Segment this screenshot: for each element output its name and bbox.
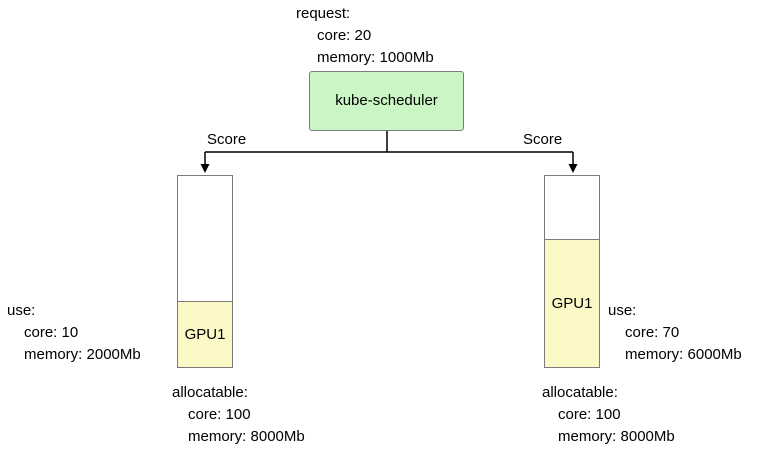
node-left-allocatable-title: allocatable: bbox=[172, 384, 248, 401]
score-label-right: Score bbox=[523, 131, 563, 148]
node-left-gpu-label: GPU1 bbox=[184, 325, 226, 343]
node-right-allocatable-title: allocatable: bbox=[542, 384, 618, 401]
arrowhead-left bbox=[200, 164, 210, 173]
node-right-gpu-segment: GPU1 bbox=[545, 239, 599, 367]
request-block: request: core: 20 memory: 1000Mb bbox=[296, 3, 434, 69]
request-core: core: 20 bbox=[317, 27, 372, 44]
kube-scheduler-box: kube-scheduler bbox=[309, 71, 464, 131]
request-memory: memory: 1000Mb bbox=[317, 49, 434, 66]
node-right-gpu-label: GPU1 bbox=[551, 294, 593, 312]
node-right-use-title: use: bbox=[608, 302, 637, 319]
node-right-rect: GPU1 bbox=[544, 175, 600, 368]
node-left-use-memory: memory: 2000Mb bbox=[24, 346, 141, 363]
node-left-use-title: use: bbox=[7, 302, 36, 319]
node-left-allocatable-block: allocatable: core: 100 memory: 8000Mb bbox=[172, 382, 305, 448]
node-left-use-core: core: 10 bbox=[24, 324, 79, 341]
node-left-use-block: use: core: 10 memory: 2000Mb bbox=[7, 300, 141, 366]
kube-scheduler-label: kube-scheduler bbox=[335, 92, 438, 109]
node-right-use-core: core: 70 bbox=[625, 324, 680, 341]
node-right-allocatable-memory: memory: 8000Mb bbox=[558, 428, 675, 445]
request-title: request: bbox=[296, 5, 351, 22]
node-right-use-memory: memory: 6000Mb bbox=[625, 346, 742, 363]
node-left-gpu-segment: GPU1 bbox=[178, 301, 232, 367]
node-right-allocatable-block: allocatable: core: 100 memory: 8000Mb bbox=[542, 382, 675, 448]
node-left-allocatable-memory: memory: 8000Mb bbox=[188, 428, 305, 445]
node-right-use-block: use: core: 70 memory: 6000Mb bbox=[608, 300, 742, 366]
node-right-allocatable-core: core: 100 bbox=[558, 406, 621, 423]
arrowhead-right bbox=[568, 164, 578, 173]
node-left-allocatable-core: core: 100 bbox=[188, 406, 251, 423]
node-left-rect: GPU1 bbox=[177, 175, 233, 368]
score-label-left: Score bbox=[207, 131, 247, 148]
